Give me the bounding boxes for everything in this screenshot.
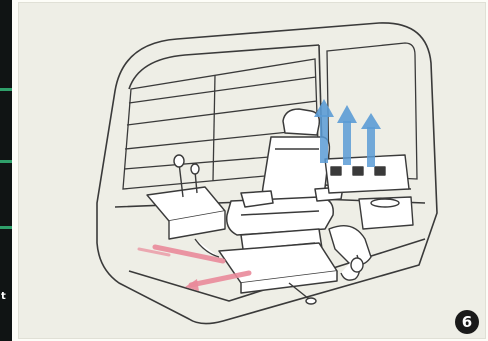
illustration-panel: 6 (18, 2, 486, 339)
cool-airflow-arrows (314, 99, 381, 167)
strip-mark (0, 88, 12, 91)
side-strip-letter: t (1, 292, 11, 320)
strip-mark (0, 226, 12, 229)
side-strip: t (0, 0, 12, 341)
cool-arrow (337, 105, 357, 165)
cab-interior-illustration (19, 3, 486, 339)
strip-mark (0, 160, 12, 163)
figure-number-badge: 6 (455, 310, 479, 334)
